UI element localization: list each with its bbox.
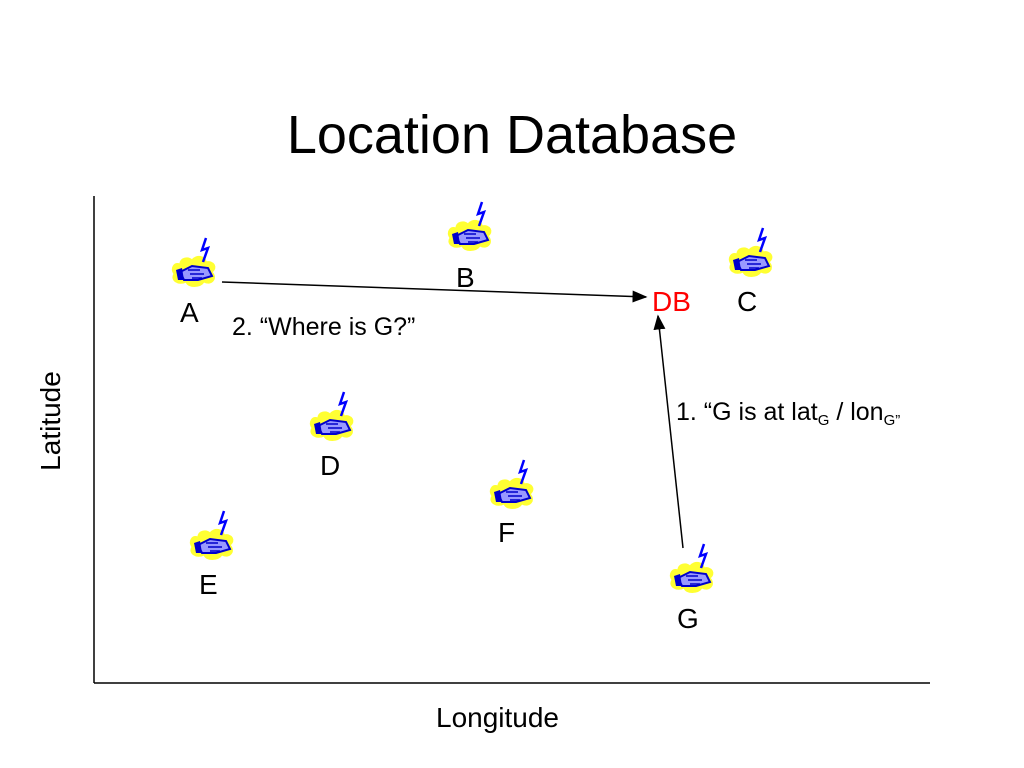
- slide-title: Location Database: [286, 105, 738, 165]
- database-label: DB: [652, 286, 691, 317]
- mobile-user-icon: [306, 386, 362, 448]
- mobile-user-icon: [486, 454, 542, 516]
- node-label-b: B: [456, 262, 475, 293]
- mobile-user-icon: [168, 232, 224, 294]
- update-message-sub-lat: G: [817, 412, 830, 429]
- node-label-a: A: [180, 297, 199, 328]
- x-axis-label: Longitude: [436, 702, 560, 733]
- node-label-f: F: [498, 517, 516, 548]
- node-label-g: G: [677, 603, 699, 634]
- update-message-mid: / lon: [829, 398, 884, 426]
- node-label-e: E: [199, 569, 218, 600]
- update-message: 1. “G is at latG / lonG”: [676, 397, 901, 429]
- y-axis-label: Latitude: [35, 371, 66, 471]
- node-label-d: D: [320, 450, 341, 481]
- mobile-user-icon: [444, 196, 500, 258]
- node-label-c: C: [737, 286, 758, 317]
- query-message: 2. “Where is G?”: [232, 313, 416, 341]
- update-arrow: [653, 314, 684, 549]
- mobile-user-icon: [666, 538, 722, 600]
- update-message-text: 1. “G is at lat: [676, 398, 818, 426]
- mobile-user-icon: [725, 222, 781, 284]
- update-message-sub-lon: G”: [883, 412, 901, 429]
- query-arrow: [221, 281, 648, 303]
- mobile-user-icon: [186, 505, 242, 567]
